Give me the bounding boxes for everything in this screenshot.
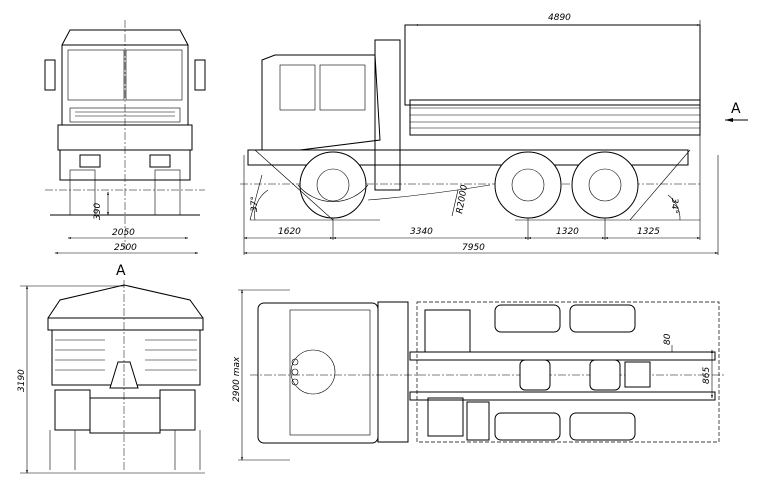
front-view: 390 2050 2500 A xyxy=(44,20,206,279)
dim-approach-angle: 37° xyxy=(250,196,260,212)
dim-max-width-top: 2900 max xyxy=(232,356,242,402)
dim-frame-width: 865 xyxy=(702,367,712,384)
dim-hitch-offset: 80 xyxy=(663,333,673,345)
dim-track-width: 2050 xyxy=(112,228,135,238)
dim-overall-length: 7950 xyxy=(462,243,485,253)
view-marker-a-side: A xyxy=(731,101,741,117)
dim-body-length: 4890 xyxy=(548,13,571,23)
view-marker-a-bottom: A xyxy=(116,263,126,279)
dim-ground-clearance: 390 xyxy=(93,203,103,220)
top-view: 2900 max 80 865 xyxy=(232,289,725,461)
side-view: 37° 34° R2000 4890 1620 3340 1320 1325 7… xyxy=(240,13,748,255)
dim-overall-width: 2500 xyxy=(114,243,137,253)
rear-view: 3190 xyxy=(17,280,205,474)
dim-overall-height: 3190 xyxy=(17,369,27,392)
dim-wheelbase-rear: 1320 xyxy=(556,227,579,237)
dim-front-overhang: 1620 xyxy=(278,227,301,237)
dim-rear-overhang: 1325 xyxy=(637,227,660,237)
dim-wheelbase-front: 3340 xyxy=(410,227,433,237)
dim-turning-radius: R2000 xyxy=(455,184,470,215)
dim-departure-angle: 34° xyxy=(669,198,679,214)
